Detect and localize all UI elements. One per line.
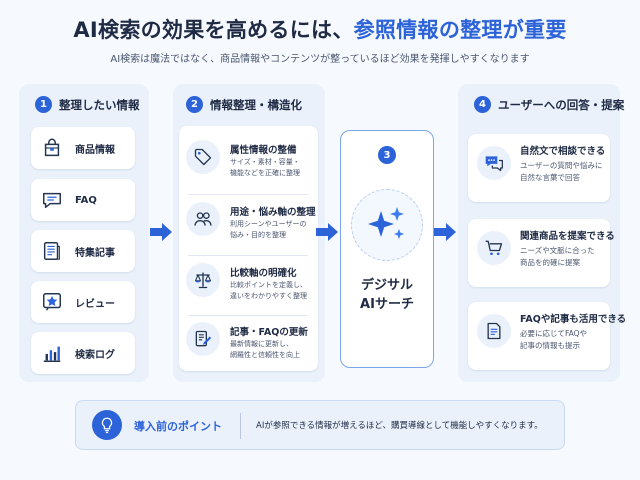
answer-card-consult: 自然文で相談できる ユーザーの質問や悩みに自然な言葉で回答 <box>468 134 610 202</box>
answer-heading: 自然文で相談できる <box>520 146 606 157</box>
info-card-faq: FAQ <box>31 179 135 221</box>
chat-bubbles-icon <box>485 156 503 172</box>
users-icon <box>194 212 212 226</box>
info-card-searchlog: 検索ログ <box>31 332 135 374</box>
key-point-text: AIが参照できる情報が増えるほど、購買導線として機能しやすくなります。 <box>256 421 543 431</box>
title-highlight: 参照情報の整理が重要 <box>353 18 567 42</box>
info-card-label: FAQ <box>75 194 97 206</box>
sparkle-icon <box>368 207 404 239</box>
info-card-label: 検索ログ <box>75 349 115 361</box>
info-card-article: 特集記事 <box>31 230 135 272</box>
structuring-desc: 比較ポイントを定義し、違いをわかりやすく整理 <box>230 281 307 300</box>
arrow-right-icon <box>434 223 456 241</box>
key-point-label: 導入前のポイント <box>134 420 222 433</box>
answer-desc: 必要に応じてFAQや記事の情報も提示 <box>520 329 588 350</box>
step2-title-label: 情報整理・構造化 <box>210 97 302 112</box>
edit-document-icon <box>195 330 212 347</box>
tag-icon <box>194 148 212 166</box>
lightbulb-icon <box>101 417 113 434</box>
arrow-right-icon <box>316 223 338 241</box>
cart-icon <box>485 240 503 256</box>
page-title: AI検索の効果を高めるには、参照情報の整理が重要 <box>0 14 640 44</box>
structuring-item-update: 記事・FAQの更新 最新情報に更新し、網羅性と信頼性を向上 <box>186 322 310 378</box>
document-icon <box>487 322 501 340</box>
step4-title: 4 ユーザーへの回答・提案 <box>474 96 624 113</box>
structuring-item-compare: 比較軸の明確化 比較ポイントを定義し、違いをわかりやすく整理 <box>186 263 310 319</box>
step1-title: 1 整理したい情報 <box>35 96 140 113</box>
answer-card-faq: FAQや記事も活用できる 必要に応じてFAQや記事の情報も提示 <box>468 302 626 370</box>
structuring-desc: 最新情報に更新し、網羅性と信頼性を向上 <box>230 340 300 359</box>
info-card-label: 商品情報 <box>75 144 115 156</box>
scale-icon <box>194 272 212 289</box>
divider <box>188 194 308 195</box>
answer-heading: FAQや記事も活用できる <box>520 314 627 325</box>
divider <box>188 315 308 316</box>
chat-bubble-icon <box>43 192 61 209</box>
title-part1: AI検索の効果を高めるには、 <box>73 18 354 42</box>
answer-heading: 関連商品を提案できる <box>520 231 615 242</box>
info-card-label: 特集記事 <box>75 247 115 259</box>
structuring-item-attributes: 属性情報の整備 サイズ・素材・容量・機能などを正確に整理 <box>186 140 310 196</box>
key-point-divider <box>240 413 241 439</box>
bag-icon <box>44 138 60 157</box>
step2-number: 2 <box>186 96 203 113</box>
info-card-label: レビュー <box>75 298 115 310</box>
structuring-desc: サイズ・素材・容量・機能などを正確に整理 <box>230 158 300 177</box>
structuring-desc: 利用シーンやユーザーの悩み・目的を整理 <box>230 220 307 239</box>
lightbulb-badge <box>92 410 122 440</box>
answer-desc: ニーズや文脈に合った商品を的確に提案 <box>520 246 595 267</box>
step2-title: 2 情報整理・構造化 <box>186 96 302 113</box>
page-subtitle: AI検索は魔法ではなく、商品情報やコンテンツが整っているほど効果を発揮しやすくな… <box>110 54 530 65</box>
structuring-item-usecase: 用途・悩み軸の整理 利用シーンやユーザーの悩み・目的を整理 <box>186 202 316 258</box>
step4-title-label: ユーザーへの回答・提案 <box>498 97 625 112</box>
step3-number: 3 <box>378 146 396 164</box>
structuring-heading: 属性情報の整備 <box>230 145 297 156</box>
answer-desc: ユーザーの質問や悩みに自然な言葉で回答 <box>520 161 603 182</box>
bar-chart-icon <box>43 346 61 362</box>
ai-search-card: 3 デジサル AIサーチ <box>340 130 434 368</box>
divider <box>188 255 308 256</box>
step1-number: 1 <box>35 96 52 113</box>
structuring-heading: 比較軸の明確化 <box>230 268 297 279</box>
star-icon <box>43 293 61 311</box>
arrow-right-icon <box>150 223 172 241</box>
document-icon <box>43 242 60 260</box>
step4-number: 4 <box>474 96 491 113</box>
structuring-heading: 記事・FAQの更新 <box>230 327 308 338</box>
step1-title-label: 整理したい情報 <box>59 97 140 112</box>
key-point-box: 導入前のポイント AIが参照できる情報が増えるほど、購買導線として機能しやすくな… <box>75 400 565 450</box>
info-card-product: 商品情報 <box>31 127 135 169</box>
structuring-heading: 用途・悩み軸の整理 <box>230 207 316 218</box>
info-card-review: レビュー <box>31 281 135 323</box>
answer-card-products: 関連商品を提案できる ニーズや文脈に合った商品を的確に提案 <box>468 219 615 287</box>
ai-search-title: デジサル AIサーチ <box>360 278 414 312</box>
